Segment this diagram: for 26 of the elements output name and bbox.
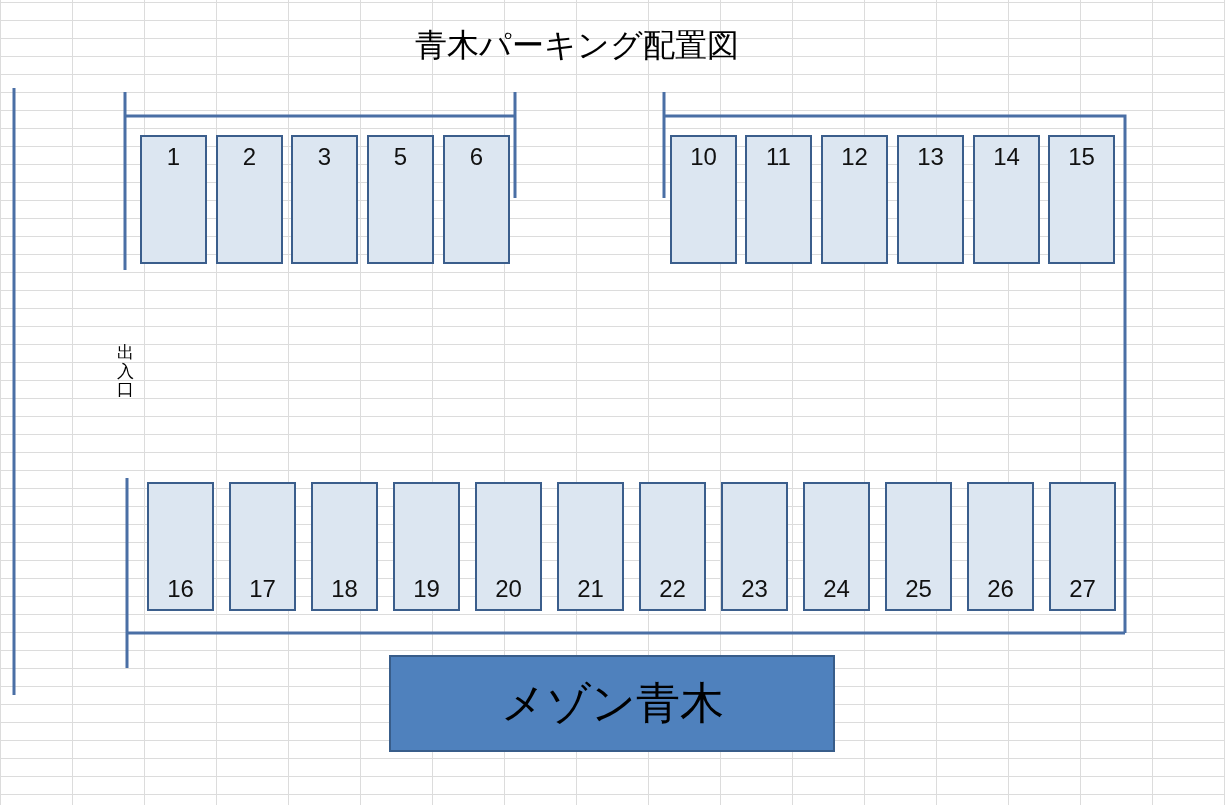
parking-space: 2 — [216, 135, 283, 264]
parking-space: 19 — [393, 482, 460, 611]
title: 青木パーキング配置図 — [415, 25, 739, 66]
parking-space: 22 — [639, 482, 706, 611]
parking-space: 13 — [897, 135, 964, 264]
parking-space: 12 — [821, 135, 888, 264]
parking-space: 27 — [1049, 482, 1116, 611]
parking-space: 21 — [557, 482, 624, 611]
parking-space: 16 — [147, 482, 214, 611]
parking-space: 10 — [670, 135, 737, 264]
parking-space: 23 — [721, 482, 788, 611]
parking-space: 20 — [475, 482, 542, 611]
parking-space: 18 — [311, 482, 378, 611]
parking-space: 17 — [229, 482, 296, 611]
parking-space: 6 — [443, 135, 510, 264]
parking-space: 25 — [885, 482, 952, 611]
parking-space: 14 — [973, 135, 1040, 264]
parking-space: 15 — [1048, 135, 1115, 264]
parking-space: 3 — [291, 135, 358, 264]
parking-space: 26 — [967, 482, 1034, 611]
parking-space: 1 — [140, 135, 207, 264]
entrance-label: 出入口 — [117, 343, 134, 400]
parking-space: 5 — [367, 135, 434, 264]
building-box: メゾン青木 — [389, 655, 835, 752]
parking-space: 24 — [803, 482, 870, 611]
parking-space: 11 — [745, 135, 812, 264]
